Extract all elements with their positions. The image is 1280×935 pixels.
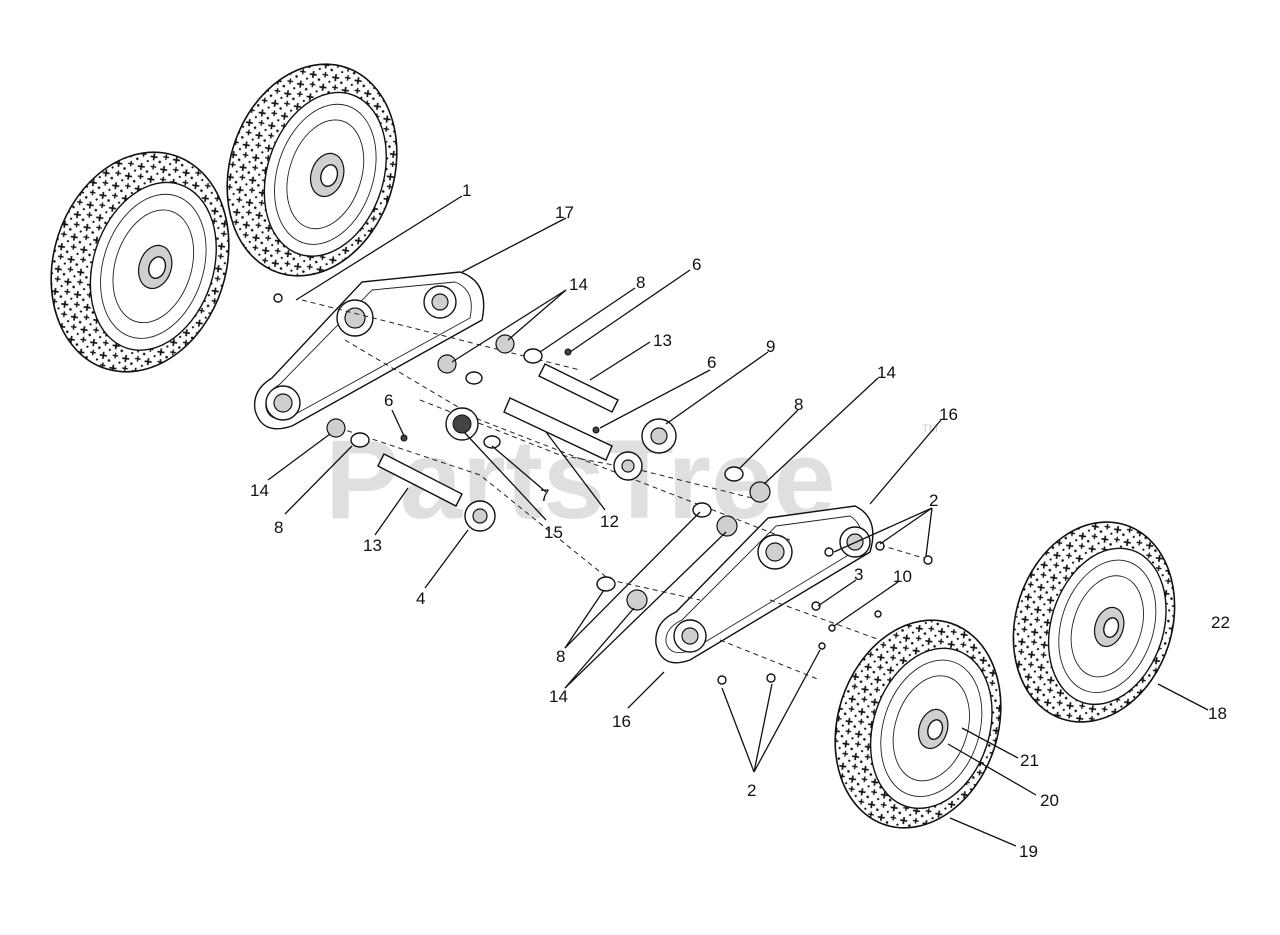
callout-8: 8: [636, 273, 645, 292]
washer-8-d: [724, 466, 744, 482]
chain-case-lower: [655, 505, 874, 664]
callout-14: 14: [250, 481, 269, 500]
callout-16: 16: [612, 712, 631, 731]
callout-4: 4: [416, 589, 425, 608]
callout-17: 17: [555, 203, 574, 222]
callout-labels: 1 17 14 8 6 13 6 9 14 8 16 6 14 8 13 15 …: [250, 181, 1230, 861]
watermark-trademark: TM: [922, 423, 938, 435]
bearing-14-d: [749, 481, 771, 503]
bolt-1: [273, 293, 283, 303]
washer-10: [828, 624, 836, 632]
callout-2: 2: [929, 491, 938, 510]
bearing-14-c: [326, 418, 346, 438]
washer-8-b: [523, 348, 543, 364]
assembly-lines: [301, 299, 931, 681]
callout-18: 18: [1208, 704, 1227, 723]
callout-15: 15: [544, 523, 563, 542]
callout-12: 12: [600, 512, 619, 531]
small-parts: [273, 293, 933, 685]
callout-21: 21: [1020, 751, 1039, 770]
callout-8: 8: [794, 395, 803, 414]
callout-19: 19: [1019, 842, 1038, 861]
callout-8: 8: [556, 647, 565, 666]
spacer-7: [483, 435, 501, 449]
callout-14: 14: [569, 275, 588, 294]
axle-shaft-13-upper: [538, 363, 619, 413]
callout-9: 9: [766, 337, 775, 356]
washer-8-f: [596, 576, 616, 592]
nut-2-c: [923, 555, 933, 565]
callout-22: 22: [1211, 613, 1230, 632]
callout-10: 10: [893, 567, 912, 586]
axle-shaft-13-lower: [377, 453, 463, 507]
wheel-front-upper: [50, 151, 230, 373]
nut-2-a: [824, 547, 834, 557]
callout-6: 6: [384, 391, 393, 410]
bearing-14-e: [716, 515, 738, 537]
bearing-14-a: [437, 354, 457, 374]
callout-16: 16: [939, 405, 958, 424]
chain-case-upper: [253, 271, 485, 430]
wheel-back-upper: [226, 63, 398, 277]
callout-13: 13: [653, 331, 672, 350]
bearing-14-f: [626, 589, 648, 611]
callout-14: 14: [549, 687, 568, 706]
bolt-2f: [818, 642, 826, 650]
key-6-c: [592, 426, 600, 434]
callout-8: 8: [274, 518, 283, 537]
callout-1: 1: [462, 181, 471, 200]
nut-2-e: [766, 673, 776, 683]
leader-lines: [267, 195, 1209, 847]
wheel-back-lower: [1012, 521, 1176, 723]
callout-6: 6: [692, 255, 701, 274]
nut-2-b: [875, 541, 885, 551]
washer-8-e: [692, 502, 712, 518]
callout-20: 20: [1040, 791, 1059, 810]
callout-7: 7: [540, 486, 549, 505]
callout-14: 14: [877, 363, 896, 382]
callout-2: 2: [747, 781, 756, 800]
bolt-10b: [874, 610, 882, 618]
nut-2-d: [717, 675, 727, 685]
wheel-front-lower: [834, 619, 1002, 829]
shafts: [377, 363, 619, 507]
callout-3: 3: [854, 565, 863, 584]
callout-6: 6: [707, 353, 716, 372]
washer-8-c: [350, 432, 370, 448]
washer-8-a: [465, 371, 483, 385]
callout-13: 13: [363, 536, 382, 555]
axle-shaft-12: [503, 397, 613, 461]
bolt-3: [811, 601, 821, 611]
